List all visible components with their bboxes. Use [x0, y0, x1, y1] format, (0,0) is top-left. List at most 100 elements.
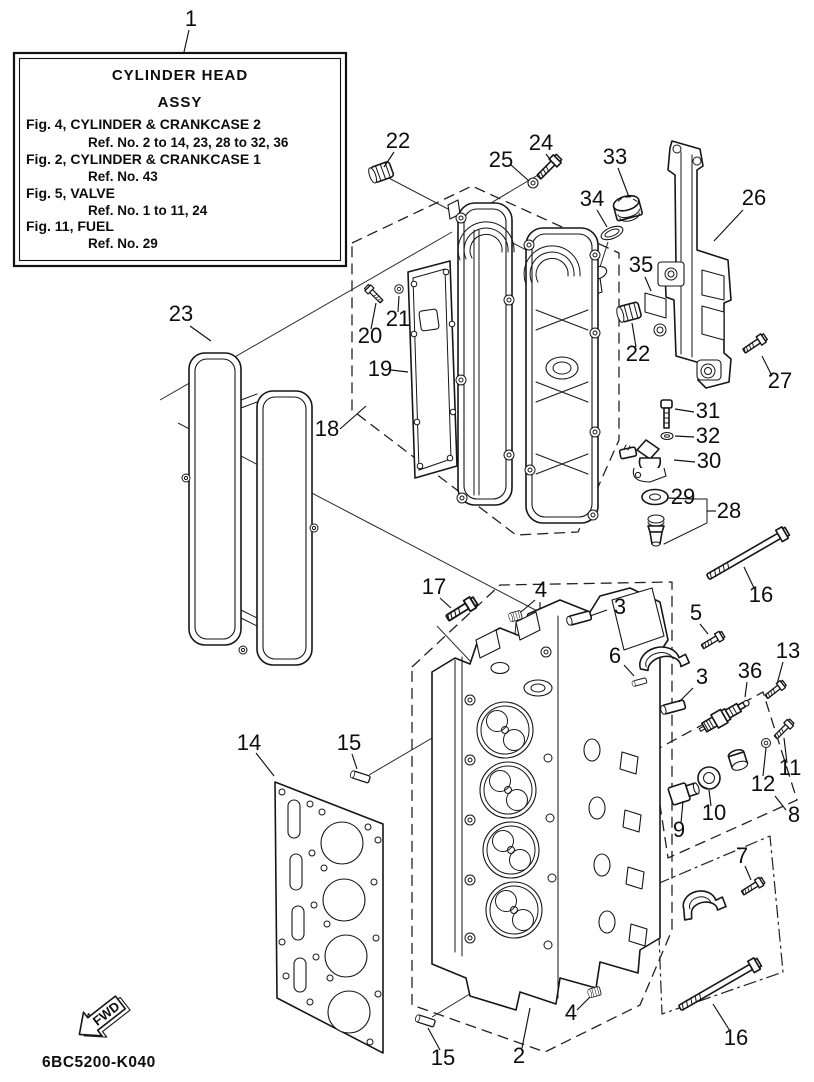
o-ring-34	[600, 225, 624, 241]
gasket-plate-35	[644, 292, 667, 319]
anode-bolt-31	[660, 399, 673, 429]
callout-leader-30	[673, 459, 696, 463]
anode-28	[647, 514, 665, 547]
callout-33: 33	[603, 144, 627, 169]
callout-leader-1	[183, 29, 190, 53]
callout-36: 36	[738, 658, 762, 683]
info-box: CYLINDER HEAD ASSY Fig. 4, CYLINDER & CR…	[12, 51, 348, 268]
callout-leader-3	[678, 687, 694, 703]
mount-bracket	[653, 140, 732, 389]
callout-7: 7	[736, 843, 748, 868]
callout-leader-5	[699, 623, 709, 635]
callout-leader-10	[708, 789, 712, 807]
info-box-ref-3: Ref. No. 1 to 11, 24	[88, 203, 208, 218]
callout-leader-22	[631, 322, 637, 348]
callout-20: 20	[358, 323, 382, 348]
callout-leader-33	[617, 167, 630, 198]
plug-tube-cap	[727, 748, 749, 771]
callout-leader-35	[644, 276, 652, 292]
callout-leader-15	[427, 1027, 441, 1051]
callout-leader-25	[510, 164, 530, 182]
callout-leader-16	[712, 1003, 731, 1032]
callout-32: 32	[696, 423, 720, 448]
callout-leader-2	[521, 1007, 531, 1049]
info-box-subtitle: ASSY	[158, 94, 203, 111]
seal-ring-10	[697, 766, 721, 790]
callout-leader-3	[589, 609, 608, 617]
callout-26: 26	[742, 185, 766, 210]
washer-21	[394, 284, 404, 294]
cam-cap	[639, 646, 691, 672]
callout-35: 35	[629, 252, 653, 277]
info-box-ref-1: Ref. No. 2 to 14, 23, 28 to 32, 36	[88, 135, 289, 150]
head-gasket-holes	[278, 788, 382, 1046]
screw-12	[761, 738, 771, 748]
callout-15: 15	[337, 730, 361, 755]
callout-17: 17	[422, 574, 446, 599]
washer-25	[527, 177, 539, 189]
plug-9	[667, 782, 700, 806]
callout-leader-13	[776, 661, 784, 685]
valve-cover	[447, 199, 608, 524]
callout-leader-6	[623, 664, 635, 677]
callout-22: 22	[626, 341, 650, 366]
callout-29: 29	[671, 484, 695, 509]
callout-9: 9	[673, 817, 685, 842]
callout-leader-31	[674, 408, 695, 413]
callout-8: 8	[788, 802, 800, 827]
callout-leader-32	[674, 435, 695, 438]
combustion-chambers	[476, 701, 543, 939]
callout-leader-23	[189, 325, 212, 342]
callout-31: 31	[696, 398, 720, 423]
callout-leader-14	[255, 752, 275, 777]
callout-leader-16	[743, 566, 755, 589]
drawing-code: 6BC5200-K040	[42, 1054, 156, 1071]
info-box-fig-4: Fig. 11, FUEL	[26, 218, 114, 234]
callout-leader-24	[545, 153, 553, 163]
cylinder-head	[431, 587, 669, 1011]
clamp-group-outline	[656, 835, 784, 1015]
callout-12: 12	[751, 771, 775, 796]
callout-19: 19	[368, 356, 392, 381]
callout-5: 5	[690, 600, 702, 625]
info-box-fig-2: Fig. 2, CYLINDER & CRANKCASE 1	[26, 151, 261, 167]
callout-15: 15	[431, 1045, 455, 1070]
clamp-7	[682, 890, 727, 921]
callout-16: 16	[724, 1025, 748, 1050]
oil-filler-cap-33	[612, 194, 643, 222]
callout-4: 4	[565, 1000, 577, 1025]
callout-1: 1	[185, 6, 197, 31]
callout-2: 2	[513, 1043, 525, 1068]
callout-leader-36	[744, 681, 748, 698]
plug-seal-group-outline	[651, 691, 798, 859]
callout-leader-29	[667, 497, 695, 500]
callout-leader-27	[761, 355, 773, 377]
callout-leader-17	[439, 597, 452, 609]
callout-10: 10	[702, 800, 726, 825]
callout-leader-8	[774, 795, 787, 811]
callout-21: 21	[386, 306, 410, 331]
cylinder-head-group-outline	[411, 581, 673, 1053]
callout-30: 30	[697, 448, 721, 473]
callout-24: 24	[529, 130, 553, 155]
info-box-ref-4: Ref. No. 29	[88, 236, 158, 251]
callout-3: 3	[614, 594, 626, 619]
callout-leader-19	[390, 369, 409, 373]
callout-leader-34	[596, 209, 608, 228]
callout-14: 14	[237, 730, 261, 755]
callout-leader-18	[339, 405, 367, 430]
callout-25: 25	[489, 147, 513, 172]
cover-plate	[407, 260, 458, 479]
callout-leader-15	[351, 753, 358, 770]
head-bolt-bosses	[464, 646, 557, 950]
callout-28: 28	[717, 498, 741, 523]
callout-leader-12	[762, 747, 767, 777]
callout-6: 6	[609, 643, 621, 668]
head-gasket	[274, 781, 384, 1054]
callout-leader-22	[383, 151, 395, 168]
info-box-ref-2: Ref. No. 43	[88, 169, 158, 184]
callout-16: 16	[749, 582, 773, 607]
